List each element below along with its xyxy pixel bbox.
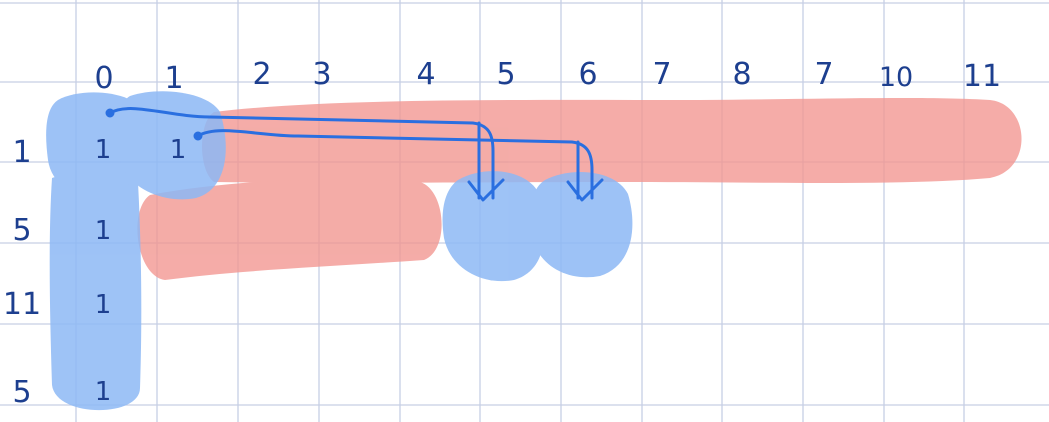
cell-value: 1 bbox=[170, 135, 187, 165]
column-header: 11 bbox=[963, 59, 1001, 94]
cell-value: 1 bbox=[95, 135, 112, 165]
column-header: 3 bbox=[312, 57, 331, 92]
column-header: 10 bbox=[879, 62, 913, 93]
column-header: 2 bbox=[252, 57, 271, 92]
red-highlight-row-5 bbox=[137, 179, 442, 280]
blue-highlight-cell-0-1 bbox=[116, 91, 226, 200]
column-header: 1 bbox=[164, 61, 183, 96]
column-headers: 0 1 2 3 4 5 6 7 8 7 10 11 bbox=[94, 57, 1001, 96]
column-header: 6 bbox=[578, 57, 597, 92]
row-header: 5 bbox=[12, 213, 31, 248]
arrow-layer bbox=[105, 107, 604, 202]
blue-highlight-cell-1-5 bbox=[442, 171, 545, 282]
blue-highlighter-strokes bbox=[46, 91, 633, 411]
blue-highlight-column-0 bbox=[49, 173, 142, 411]
arrow-start-dot bbox=[193, 131, 203, 141]
arrowhead-icon bbox=[467, 178, 505, 202]
cell-values: 1 1 1 1 1 bbox=[95, 135, 187, 407]
blue-highlight-cell-1-6 bbox=[530, 171, 633, 278]
column-header: 5 bbox=[496, 57, 515, 92]
column-header: 4 bbox=[416, 57, 435, 92]
column-header: 7 bbox=[814, 57, 833, 92]
arrow-start-dot bbox=[105, 108, 115, 118]
red-highlighter-strokes bbox=[137, 97, 1022, 280]
dependency-arrow bbox=[196, 129, 594, 200]
row-header: 11 bbox=[3, 287, 41, 322]
cell-value: 1 bbox=[95, 290, 112, 320]
arrowhead-icon bbox=[566, 178, 604, 202]
cell-value: 1 bbox=[95, 216, 112, 246]
column-header: 8 bbox=[732, 57, 751, 92]
row-header: 5 bbox=[12, 375, 31, 410]
red-highlight-row-1 bbox=[202, 97, 1022, 183]
column-header: 7 bbox=[652, 57, 671, 92]
cell-value: 1 bbox=[95, 377, 112, 407]
column-header: 0 bbox=[94, 61, 113, 96]
row-headers: 1 5 11 5 bbox=[3, 135, 41, 410]
row-header: 1 bbox=[12, 135, 31, 170]
